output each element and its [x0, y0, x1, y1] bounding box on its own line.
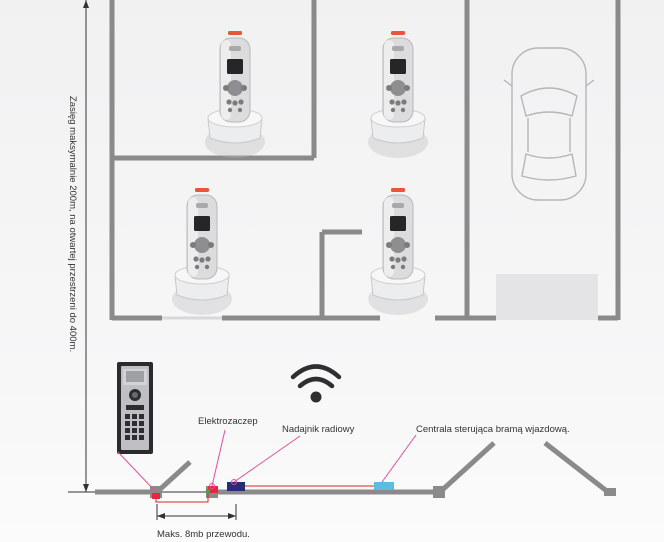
- gate-controller-device: [374, 482, 394, 490]
- wifi-icon: [290, 364, 342, 403]
- handset-icon: [204, 30, 266, 159]
- garage-door: [496, 274, 598, 320]
- wire-length-label: Maks. 8mb przewodu.: [157, 529, 250, 540]
- window-opening: [162, 316, 222, 320]
- range-note: Zasięg maksymalnie 200m, na otwartej prz…: [67, 96, 78, 353]
- wicket-gate: [155, 460, 192, 494]
- electric-strike-device: [208, 486, 218, 493]
- radio-transmitter-device: [227, 482, 245, 491]
- entrance-gate-left: [438, 441, 496, 494]
- handset-icon: [367, 30, 429, 159]
- entrance-gate-right: [543, 441, 610, 494]
- lock-label: Elektrozaczep: [198, 416, 258, 427]
- floor-plan: [109, 0, 621, 321]
- wire-length-dimension: [156, 504, 237, 520]
- car-icon: [503, 47, 595, 201]
- handset-icon: [367, 187, 429, 316]
- intercom-panel-icon: [117, 362, 153, 454]
- leader-lines: [117, 429, 417, 493]
- lock-terminal: [206, 489, 210, 493]
- range-dimension-line: [83, 0, 89, 492]
- intercom-connector: [152, 493, 160, 499]
- gate-controller-label: Centrala sterująca bramą wjazdową.: [416, 424, 570, 435]
- handset-icon: [171, 187, 233, 316]
- transmitter-label: Nadajnik radiowy: [282, 424, 355, 435]
